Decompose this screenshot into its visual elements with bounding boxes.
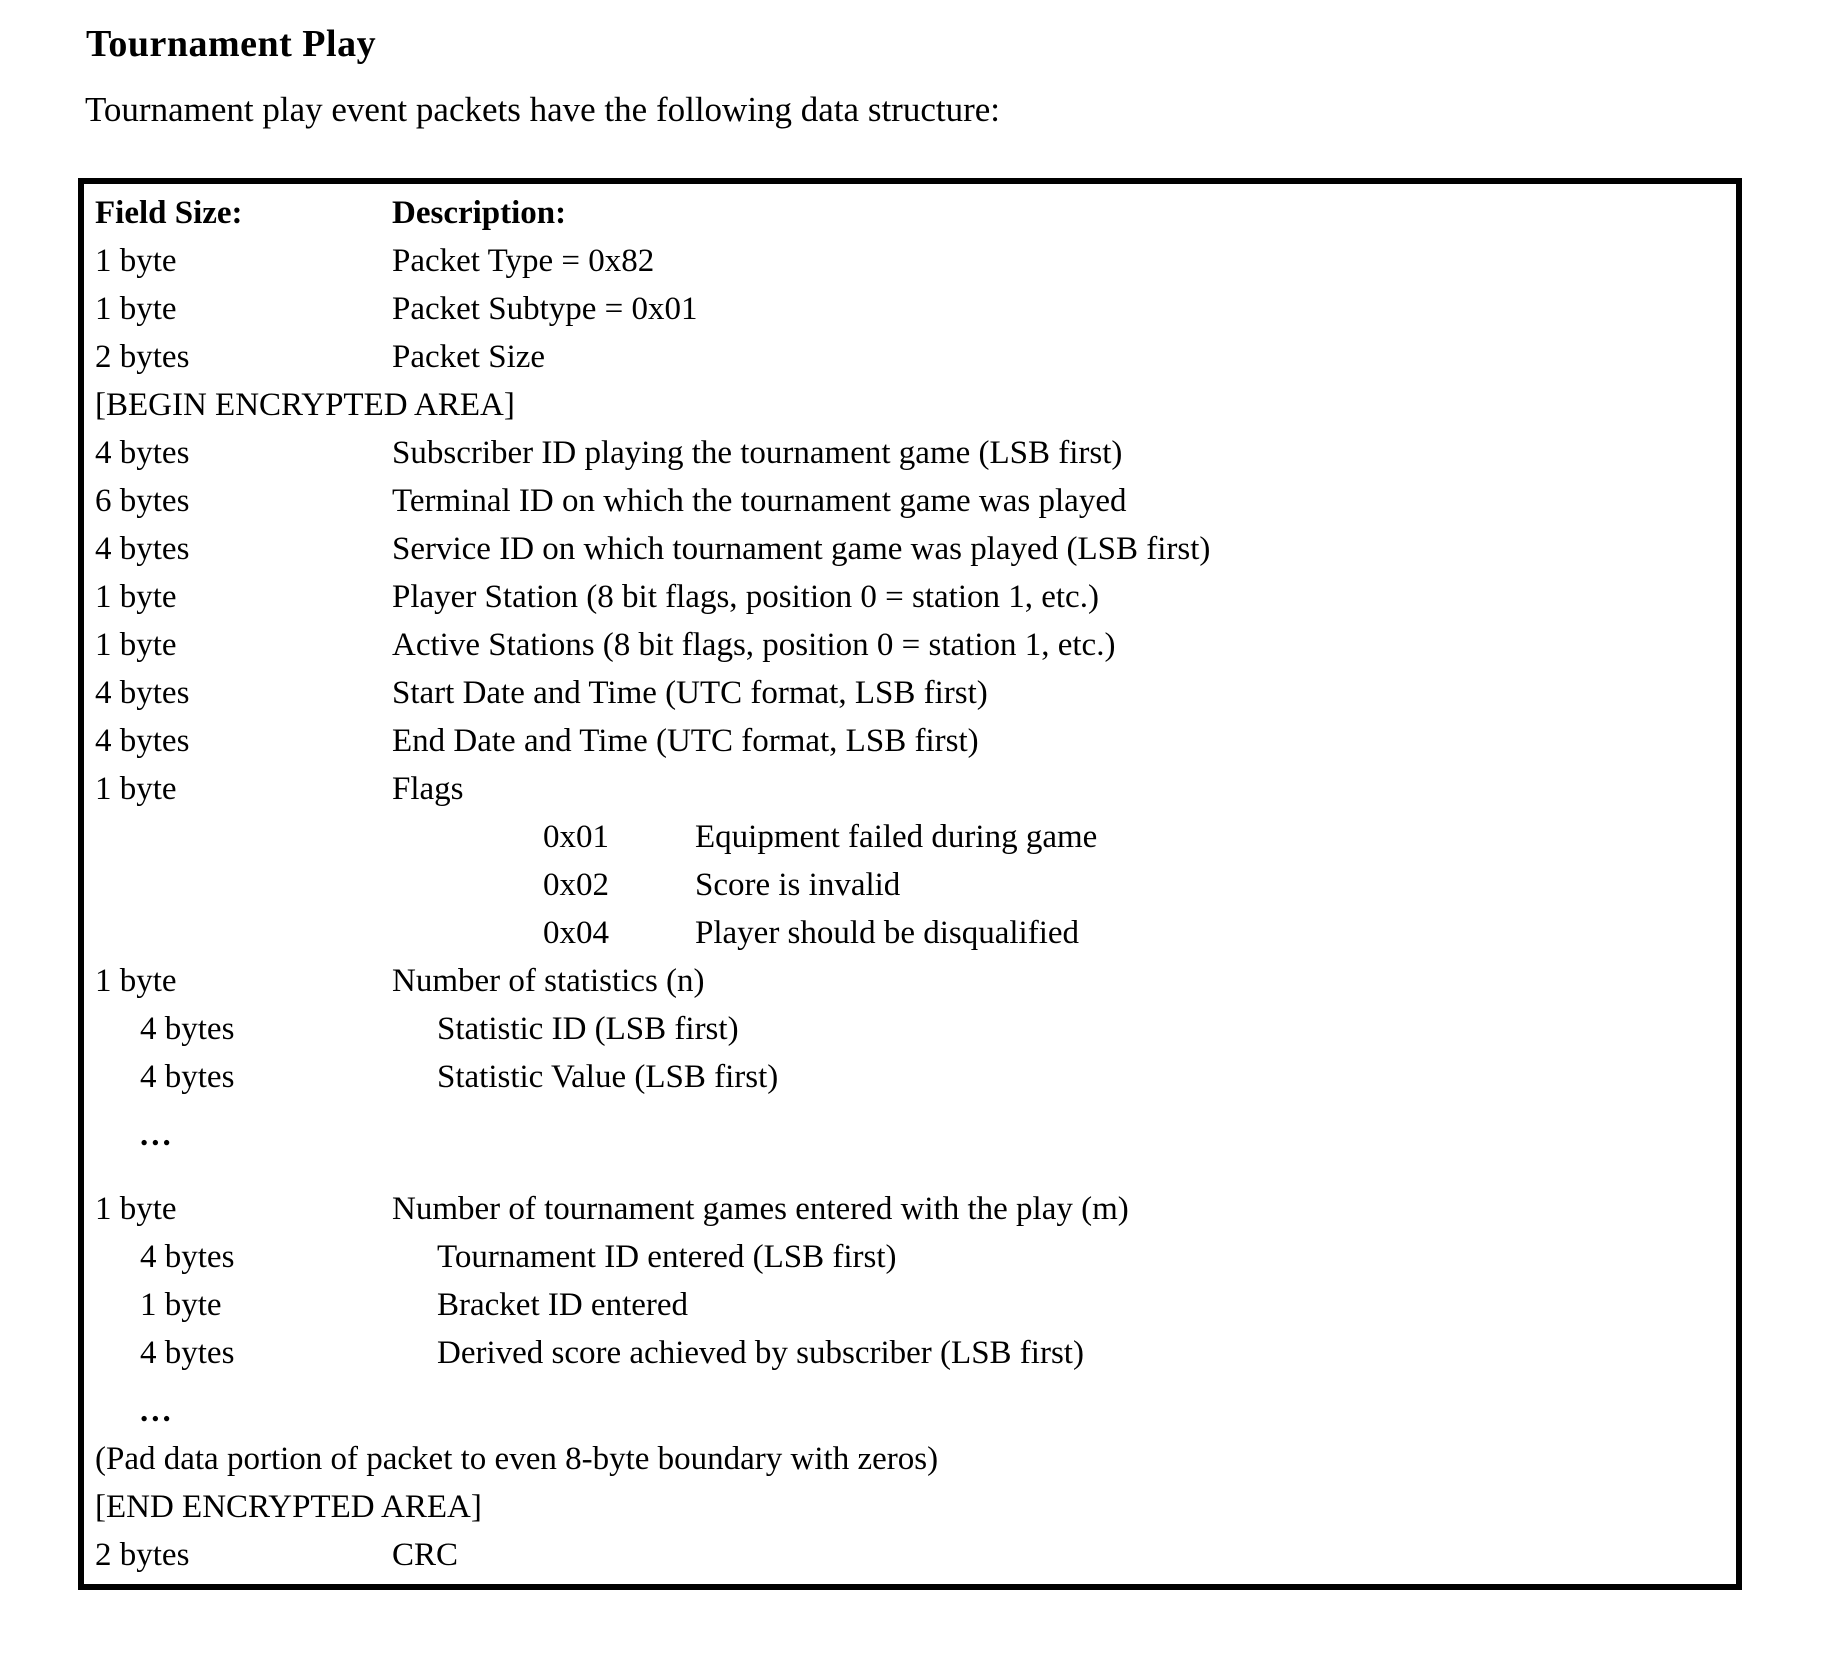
- description-cell: Statistic Value (LSB first): [437, 1059, 779, 1095]
- flag-description-cell: Player should be disqualified: [695, 915, 1080, 951]
- description-cell: Statistic ID (LSB first): [437, 1011, 739, 1047]
- field-size-cell: 1 byte: [95, 963, 177, 999]
- table-row-ellipsis: ...: [95, 1387, 1718, 1435]
- field-size-cell: 1 byte: [95, 627, 177, 663]
- field-size-cell: 4 bytes: [140, 1059, 235, 1095]
- flag-code-cell: 0x04: [543, 915, 609, 951]
- description-cell: CRC: [392, 1537, 459, 1573]
- table-row-sub: 4 bytes Derived score achieved by subscri…: [95, 1329, 1718, 1377]
- packet-structure-table: Field Size: Description: 1 byte Packet Type…: [78, 178, 1742, 1590]
- table-row-header: Field Size: Description:: [95, 189, 1718, 237]
- full-width-text: (Pad data portion of packet to even 8-by…: [95, 1441, 939, 1477]
- table-row-sub: 4 bytes Statistic Value (LSB first): [95, 1053, 1718, 1101]
- description-cell: Number of tournament games entered with …: [392, 1191, 1129, 1227]
- table-row-field: 4 bytes Service ID on which tournament ga…: [95, 525, 1718, 573]
- table-row-sub: 1 byte Bracket ID entered: [95, 1281, 1718, 1329]
- table-row-field: 4 bytes Start Date and Time (UTC format, …: [95, 669, 1718, 717]
- field-size-cell: 4 bytes: [95, 675, 190, 711]
- field-size-cell: 4 bytes: [95, 531, 190, 567]
- table-row-field: 4 bytes End Date and Time (UTC format, LS…: [95, 717, 1718, 765]
- description-cell: Terminal ID on which the tournament game…: [392, 483, 1127, 519]
- field-size-cell: 1 byte: [95, 291, 177, 327]
- description-cell: End Date and Time (UTC format, LSB first…: [392, 723, 979, 759]
- description-cell: Packet Subtype = 0x01: [392, 291, 698, 327]
- field-size-cell: 4 bytes: [95, 435, 190, 471]
- description-cell: Packet Type = 0x82: [392, 243, 655, 279]
- table-row-field: 2 bytes Packet Size: [95, 333, 1718, 381]
- field-size-cell: 1 byte: [140, 1287, 222, 1323]
- description-cell: Player Station (8 bit flags, position 0 …: [392, 579, 1099, 615]
- description-cell: Active Stations (8 bit flags, position 0…: [392, 627, 1116, 663]
- table-row-field: 4 bytes Subscriber ID playing the tournam…: [95, 429, 1718, 477]
- field-size-cell: 1 byte: [95, 1191, 177, 1227]
- table-row-field: 1 byte Packet Type = 0x82: [95, 237, 1718, 285]
- field-size-cell: 4 bytes: [95, 723, 190, 759]
- field-size-cell: 4 bytes: [140, 1011, 235, 1047]
- table-row-sub: 4 bytes Tournament ID entered (LSB first): [95, 1233, 1718, 1281]
- table-row-flag: 0x02 Score is invalid: [95, 861, 1718, 909]
- full-width-text: [BEGIN ENCRYPTED AREA]: [95, 387, 515, 423]
- description-cell: Start Date and Time (UTC format, LSB fir…: [392, 675, 988, 711]
- description-cell: Description:: [392, 195, 567, 231]
- table-row-field: 1 byte Number of statistics (n): [95, 957, 1718, 1005]
- ellipsis-text: ...: [140, 1393, 174, 1429]
- table-row-full: [END ENCRYPTED AREA]: [95, 1483, 1718, 1531]
- full-width-text: [END ENCRYPTED AREA]: [95, 1489, 482, 1525]
- description-cell: Tournament ID entered (LSB first): [437, 1239, 897, 1275]
- field-size-cell: 1 byte: [95, 771, 177, 807]
- description-cell: Packet Size: [392, 339, 546, 375]
- page-title: Tournament Play: [86, 23, 377, 65]
- description-cell: Service ID on which tournament game was …: [392, 531, 1211, 567]
- description-cell: Subscriber ID playing the tournament gam…: [392, 435, 1123, 471]
- field-size-cell: 2 bytes: [95, 339, 190, 375]
- table-row-field: 2 bytes CRC: [95, 1531, 1718, 1579]
- table-row-field: 1 byte Active Stations (8 bit flags, posi…: [95, 621, 1718, 669]
- field-size-cell: 1 byte: [95, 579, 177, 615]
- intro-text: Tournament play event packets have the f…: [85, 90, 1001, 129]
- flag-code-cell: 0x01: [543, 819, 609, 855]
- description-cell: Bracket ID entered: [437, 1287, 689, 1323]
- table-row-sub: 4 bytes Statistic ID (LSB first): [95, 1005, 1718, 1053]
- flag-code-cell: 0x02: [543, 867, 609, 903]
- description-cell: Number of statistics (n): [392, 963, 705, 999]
- table-row-field: 1 byte Packet Subtype = 0x01: [95, 285, 1718, 333]
- table-row-field: 1 byte Player Station (8 bit flags, posit…: [95, 573, 1718, 621]
- table-row-flag: 0x04 Player should be disqualified: [95, 909, 1718, 957]
- flag-description-cell: Equipment failed during game: [695, 819, 1098, 855]
- flag-description-cell: Score is invalid: [695, 867, 901, 903]
- table-row-full: [BEGIN ENCRYPTED AREA]: [95, 381, 1718, 429]
- table-row-field: 1 byte Flags: [95, 765, 1718, 813]
- table-row-field: 6 bytes Terminal ID on which the tourname…: [95, 477, 1718, 525]
- description-cell: Flags: [392, 771, 464, 807]
- table-row-field: 1 byte Number of tournament games entered…: [95, 1185, 1718, 1233]
- table-row-full: (Pad data portion of packet to even 8-by…: [95, 1435, 1718, 1483]
- table-row-flag: 0x01 Equipment failed during game: [95, 813, 1718, 861]
- table-row-spacer: [95, 1159, 1718, 1185]
- field-size-cell: 4 bytes: [140, 1239, 235, 1275]
- field-size-cell: 6 bytes: [95, 483, 190, 519]
- field-size-cell: 2 bytes: [95, 1537, 190, 1573]
- description-cell: Derived score achieved by subscriber (LS…: [437, 1335, 1084, 1371]
- field-size-cell: Field Size:: [95, 195, 243, 231]
- ellipsis-text: ...: [140, 1117, 174, 1153]
- field-size-cell: 4 bytes: [140, 1335, 235, 1371]
- table-row-ellipsis: ...: [95, 1111, 1718, 1159]
- field-size-cell: 1 byte: [95, 243, 177, 279]
